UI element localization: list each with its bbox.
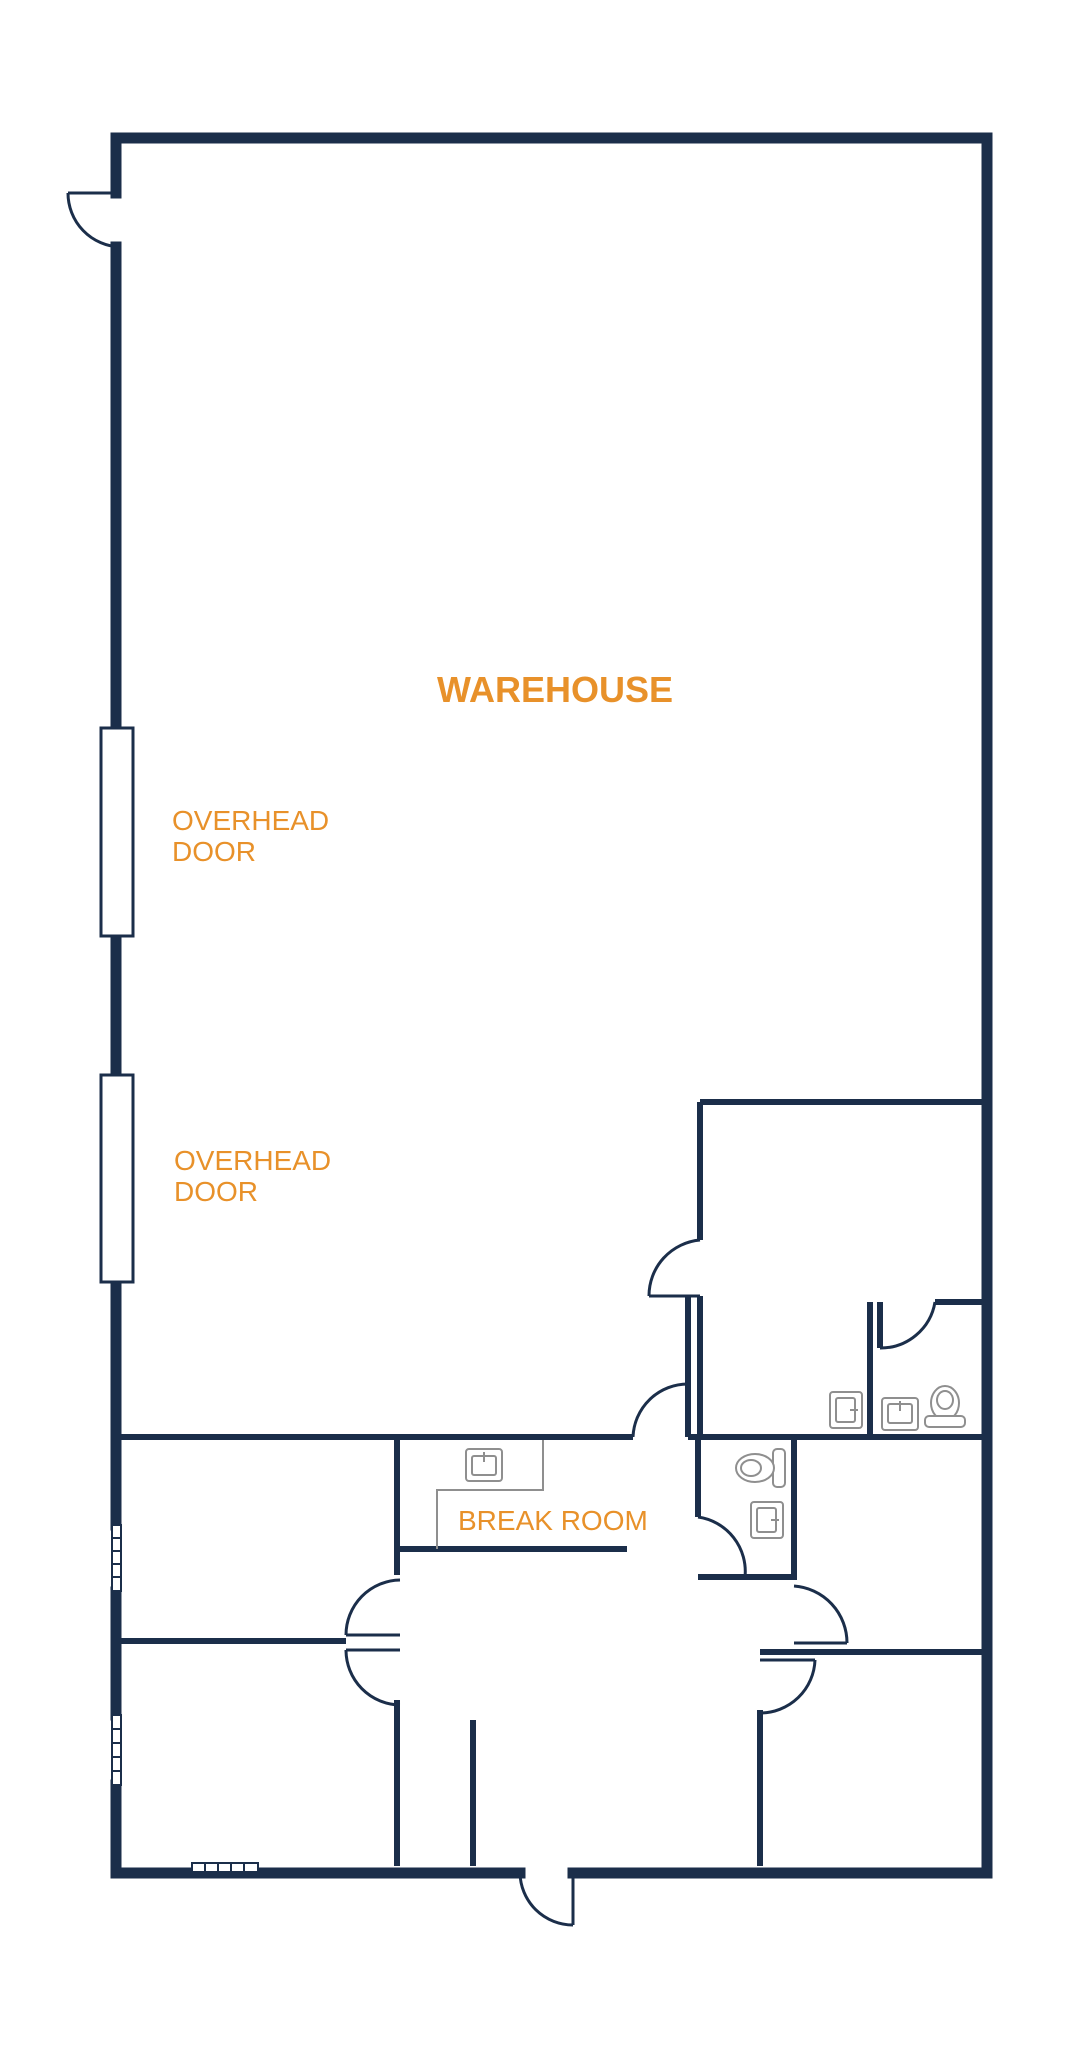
- counter: [436, 1440, 544, 1549]
- door-swing-icon: [697, 1515, 747, 1579]
- room-label-warehouse: WAREHOUSE: [437, 669, 673, 710]
- overhead-door-label-1-line1: OVERHEAD: [172, 805, 329, 836]
- overhead-door-icon: [99, 726, 135, 938]
- door-swing-icon: [759, 1658, 817, 1715]
- door-swing-icon: [879, 1301, 937, 1350]
- overhead-door-label-1-line2: DOOR: [172, 836, 256, 867]
- sink-icon: [829, 1391, 863, 1429]
- sink-icon: [465, 1448, 503, 1482]
- sink-icon: [750, 1501, 784, 1539]
- window-icon: [111, 1524, 122, 1592]
- door-swing-icon: [631, 1382, 690, 1438]
- toilet-icon: [735, 1448, 786, 1488]
- room-label-break-room: BREAK ROOM: [458, 1505, 648, 1536]
- overhead-door-label-2-line2: DOOR: [174, 1176, 258, 1207]
- overhead-door-icon: [99, 1073, 135, 1284]
- door-swing-icon: [518, 1872, 575, 1927]
- door-swing-icon: [344, 1648, 401, 1707]
- window-icon: [111, 1714, 122, 1786]
- toilet-icon: [924, 1385, 966, 1428]
- overhead-door-label-2-line1: OVERHEAD: [174, 1145, 331, 1176]
- door-swing-icon: [344, 1578, 401, 1637]
- exterior-walls: [110, 132, 993, 1879]
- sink-icon: [881, 1397, 919, 1431]
- door-swing-icon: [647, 1238, 701, 1298]
- window-icon: [191, 1862, 259, 1873]
- interior-walls: [119, 1099, 984, 1866]
- door-swing-icon: [66, 191, 121, 249]
- door-swing-icon: [793, 1584, 849, 1645]
